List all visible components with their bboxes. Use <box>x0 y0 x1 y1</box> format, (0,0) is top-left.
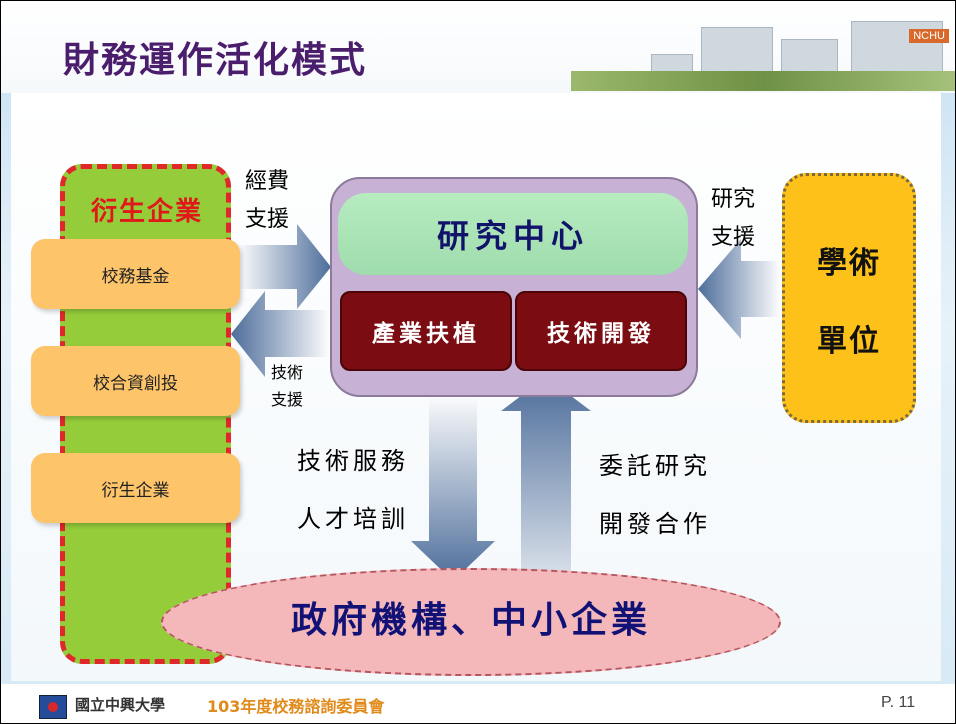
research-support-arrow <box>698 239 781 339</box>
commissioned-research-label: 委託研究 <box>599 452 711 480</box>
university-name: 國立中興大學 <box>75 696 166 714</box>
funding-label-1: 經費 <box>245 169 290 194</box>
up-arrow <box>501 377 591 631</box>
development-cooperation-label: 開發合作 <box>599 510 711 538</box>
down-arrow <box>411 391 495 581</box>
slide-title: 財務運作活化模式 <box>63 40 368 81</box>
research-center-label: 研究中心 <box>338 193 688 275</box>
research-support-label-1: 研究 <box>711 187 756 212</box>
footer-title: 103年度校務諮詢委員會 <box>207 697 385 716</box>
venture-capital-box: 校合資創投 <box>31 346 240 416</box>
tech-support-label-2: 支援 <box>271 390 304 409</box>
spinoff-enterprise-title: 衍生企業 <box>90 197 203 227</box>
campus-photo: NCHU <box>571 11 955 91</box>
funding-arrow <box>237 224 331 309</box>
academic-unit-line1: 學術 <box>817 246 881 281</box>
industry-support-box: 產業扶植 <box>340 291 512 371</box>
footer <box>1 684 955 723</box>
tech-support-arrow <box>231 291 331 377</box>
academic-unit-box: 學術 單位 <box>782 173 916 423</box>
spinoff-box: 衍生企業 <box>31 453 240 523</box>
research-support-label-2: 支援 <box>711 225 756 250</box>
tech-service-label: 技術服務 <box>297 447 409 475</box>
tech-support-label-1: 技術 <box>271 363 304 382</box>
academic-unit-line2: 單位 <box>817 324 881 359</box>
talent-training-label: 人才培訓 <box>297 505 409 533</box>
school-fund-box: 校務基金 <box>31 239 240 309</box>
nchu-badge: NCHU <box>909 29 949 43</box>
page-number: P. 11 <box>881 694 916 711</box>
tech-development-box: 技術開發 <box>515 291 687 371</box>
university-logo-icon <box>39 695 67 719</box>
funding-label-2: 支援 <box>245 207 290 232</box>
government-sme-label: 政府機構、中小企業 <box>290 599 651 641</box>
government-sme-ellipse <box>161 568 781 676</box>
